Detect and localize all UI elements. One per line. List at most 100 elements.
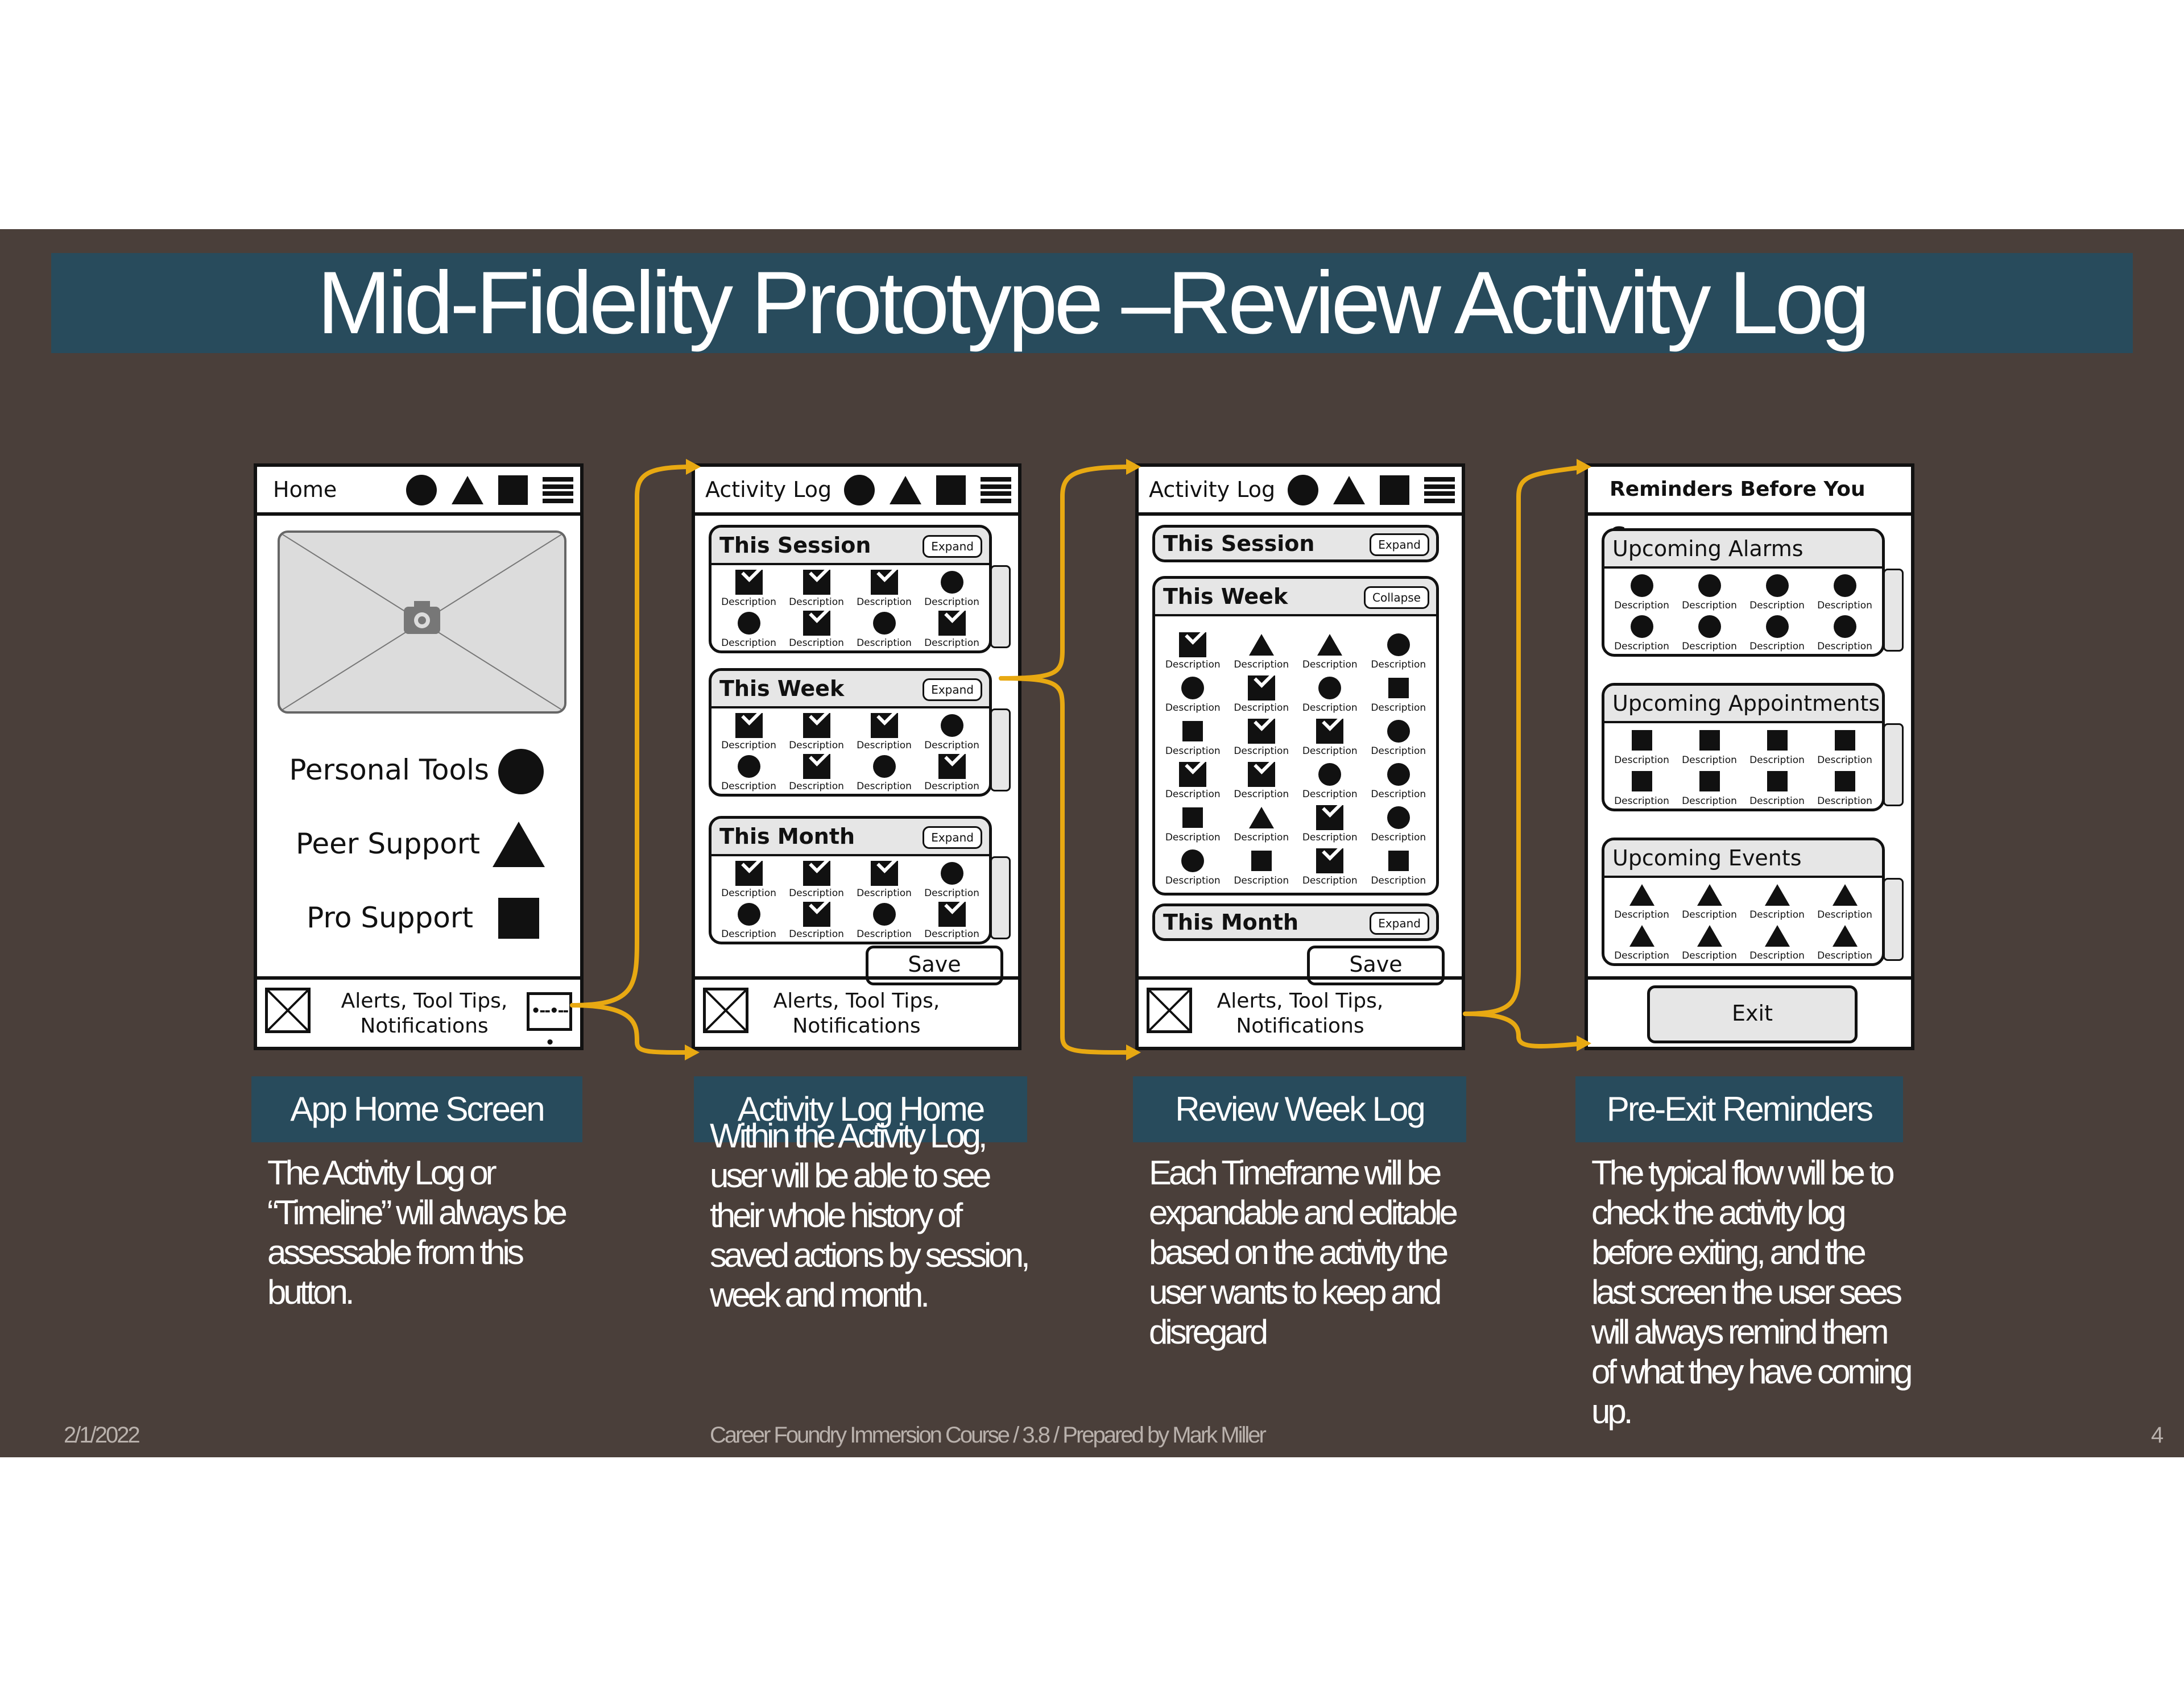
activity-item[interactable]: Description: [783, 712, 850, 753]
square-icon[interactable]: [936, 475, 966, 505]
scrollbar[interactable]: [990, 856, 1011, 939]
activity-item[interactable]: Description: [783, 901, 850, 942]
circle-icon[interactable]: [844, 475, 875, 505]
activity-item[interactable]: Description: [783, 753, 850, 794]
activity-item[interactable]: Description: [1296, 847, 1364, 888]
activity-item[interactable]: Description: [783, 569, 850, 610]
activity-item[interactable]: Description: [850, 753, 918, 794]
activity-item[interactable]: Description: [918, 753, 986, 794]
activity-item[interactable]: Description: [1159, 761, 1227, 802]
activity-item[interactable]: Description: [1296, 761, 1364, 802]
activity-item[interactable]: Description: [1743, 613, 1811, 654]
activity-item[interactable]: Description: [1811, 727, 1879, 768]
exit-button[interactable]: Exit: [1647, 985, 1858, 1043]
triangle-icon[interactable]: [452, 476, 483, 504]
activity-item[interactable]: Description: [1227, 804, 1296, 845]
activity-item[interactable]: Description: [1676, 768, 1743, 809]
activity-item[interactable]: Description: [1676, 572, 1743, 613]
activity-item[interactable]: Description: [1608, 572, 1676, 613]
activity-item[interactable]: Description: [1608, 727, 1676, 768]
activity-item[interactable]: Description: [1227, 674, 1296, 715]
close-icon[interactable]: [265, 988, 311, 1033]
activity-item[interactable]: Description: [1743, 727, 1811, 768]
expand-button[interactable]: Expand: [923, 678, 982, 701]
activity-item[interactable]: Description: [1296, 718, 1364, 758]
activity-item[interactable]: Description: [850, 712, 918, 753]
activity-item[interactable]: Description: [1743, 572, 1811, 613]
expand-button[interactable]: Expand: [1370, 912, 1429, 935]
circle-icon[interactable]: [406, 475, 437, 505]
activity-item[interactable]: Description: [783, 860, 850, 901]
activity-item[interactable]: Description: [1364, 674, 1433, 715]
activity-item[interactable]: Description: [715, 610, 783, 650]
activity-item[interactable]: Description: [1364, 631, 1433, 672]
activity-item[interactable]: Description: [1227, 847, 1296, 888]
activity-item[interactable]: Description: [1811, 768, 1879, 809]
triangle-icon[interactable]: [1333, 476, 1365, 504]
activity-item[interactable]: Description: [1159, 631, 1227, 672]
circle-icon[interactable]: [1288, 475, 1318, 505]
timeline-button[interactable]: •--•--•: [527, 992, 572, 1051]
activity-item[interactable]: Description: [1676, 881, 1743, 922]
scrollbar[interactable]: [990, 708, 1011, 791]
activity-item[interactable]: Description: [1676, 727, 1743, 768]
activity-item[interactable]: Description: [1296, 674, 1364, 715]
activity-item[interactable]: Description: [1811, 881, 1879, 922]
activity-item[interactable]: Description: [1811, 922, 1879, 963]
activity-item[interactable]: Description: [1608, 881, 1676, 922]
menu-icon[interactable]: [1424, 477, 1455, 503]
peer-support-row[interactable]: Peer Support: [280, 818, 557, 869]
square-icon[interactable]: [498, 475, 528, 505]
expand-button[interactable]: Expand: [923, 826, 982, 849]
activity-item[interactable]: Description: [1743, 881, 1811, 922]
activity-item[interactable]: Description: [918, 860, 986, 901]
activity-item[interactable]: Description: [1159, 718, 1227, 758]
activity-item[interactable]: Description: [1227, 631, 1296, 672]
activity-item[interactable]: Description: [918, 610, 986, 650]
square-icon[interactable]: [1380, 475, 1409, 505]
close-icon[interactable]: [1147, 988, 1192, 1033]
activity-item[interactable]: Description: [1159, 847, 1227, 888]
close-icon[interactable]: [703, 988, 748, 1033]
activity-item[interactable]: Description: [1159, 674, 1227, 715]
activity-item[interactable]: Description: [1227, 718, 1296, 758]
scrollbar[interactable]: [1883, 569, 1904, 652]
activity-item[interactable]: Description: [1608, 613, 1676, 654]
activity-item[interactable]: Description: [715, 753, 783, 794]
scrollbar[interactable]: [990, 565, 1011, 648]
collapse-button[interactable]: Collapse: [1364, 586, 1429, 609]
expand-button[interactable]: Expand: [1370, 533, 1429, 556]
triangle-icon[interactable]: [890, 476, 921, 504]
activity-item[interactable]: Description: [715, 860, 783, 901]
menu-icon[interactable]: [981, 477, 1011, 503]
activity-item[interactable]: Description: [1227, 761, 1296, 802]
activity-item[interactable]: Description: [715, 569, 783, 610]
activity-item[interactable]: Description: [1743, 922, 1811, 963]
activity-item[interactable]: Description: [918, 569, 986, 610]
menu-icon[interactable]: [543, 477, 573, 503]
scrollbar[interactable]: [1883, 723, 1904, 806]
activity-item[interactable]: Description: [1364, 718, 1433, 758]
activity-item[interactable]: Description: [1364, 761, 1433, 802]
scrollbar[interactable]: [1883, 878, 1904, 961]
activity-item[interactable]: Description: [1608, 922, 1676, 963]
activity-item[interactable]: Description: [1811, 572, 1879, 613]
activity-item[interactable]: Description: [850, 901, 918, 942]
expand-button[interactable]: Expand: [923, 535, 982, 558]
activity-item[interactable]: Description: [1159, 804, 1227, 845]
activity-item[interactable]: Description: [1608, 768, 1676, 809]
activity-item[interactable]: Description: [850, 610, 918, 650]
activity-item[interactable]: Description: [1676, 922, 1743, 963]
activity-item[interactable]: Description: [918, 712, 986, 753]
activity-item[interactable]: Description: [850, 569, 918, 610]
activity-item[interactable]: Description: [1811, 613, 1879, 654]
pro-support-row[interactable]: Pro Support: [280, 892, 557, 943]
activity-item[interactable]: Description: [850, 860, 918, 901]
activity-item[interactable]: Description: [1676, 613, 1743, 654]
personal-tools-row[interactable]: Personal Tools: [280, 744, 557, 795]
activity-item[interactable]: Description: [1296, 804, 1364, 845]
activity-item[interactable]: Description: [715, 712, 783, 753]
activity-item[interactable]: Description: [1364, 847, 1433, 888]
